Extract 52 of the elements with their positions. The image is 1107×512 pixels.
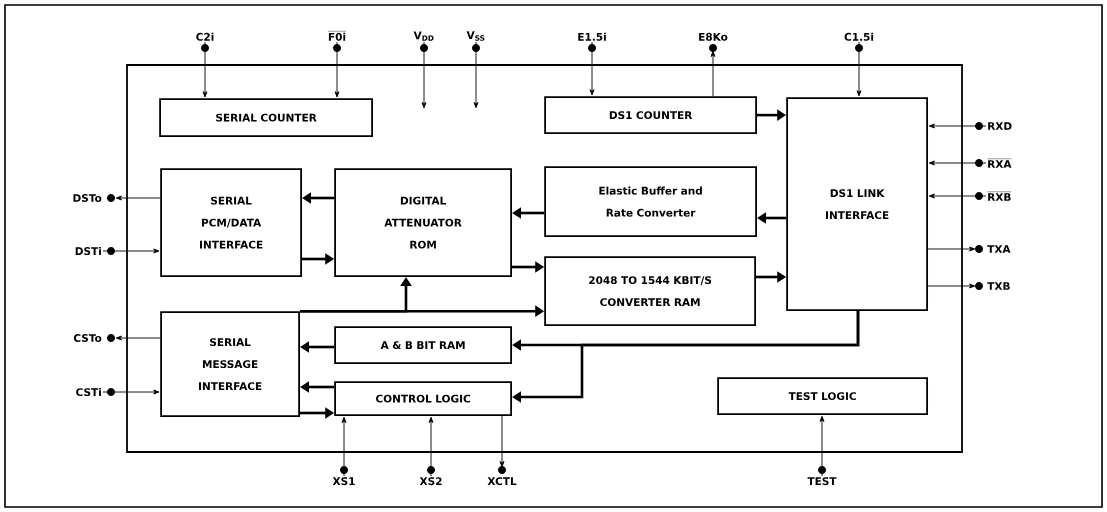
arrow	[819, 415, 825, 477]
arrow	[928, 123, 987, 129]
arrow	[928, 193, 987, 199]
pin-label: $\overline{\mbox{RXB}}$	[987, 191, 1012, 201]
block-box: TEST LOGIC	[717, 377, 928, 415]
arrow	[928, 160, 987, 166]
pin-label: E1.5i	[578, 32, 606, 41]
block-box: DS1 LINK INTERFACE	[786, 97, 928, 311]
block-box: SERIAL PCM/DATA INTERFACE	[160, 168, 302, 277]
pin-label: TXB	[987, 282, 1010, 290]
pin-label: CSTi	[76, 387, 101, 397]
block-box: DIGITAL ATTENUATOR ROM	[334, 168, 512, 277]
pin-label: TEST	[807, 477, 837, 486]
block-box: SERIAL MESSAGE INTERFACE	[160, 311, 300, 417]
arrow	[927, 246, 976, 252]
arrow	[421, 41, 427, 109]
pin-label: E8Ko	[699, 32, 728, 41]
arrow	[473, 41, 479, 109]
pin-label: DSTo	[73, 194, 102, 202]
arrow	[856, 41, 862, 97]
arrow	[589, 41, 595, 96]
pin-label: XCTL	[487, 477, 517, 486]
pin-label: RXD	[988, 122, 1012, 130]
pin-label: $\overline{\mbox{F0i}}$	[327, 31, 347, 41]
block-box: CONTROL LOGIC	[334, 381, 512, 416]
block-box: A & B BIT RAM	[334, 326, 512, 364]
arrow	[115, 195, 161, 201]
chip-outline	[126, 64, 963, 453]
arrow	[202, 41, 208, 98]
block-box: 2048 TO 1544 KBIT/S CONVERTER RAM	[544, 256, 756, 326]
pin-label: XS1	[332, 477, 355, 486]
arrow	[710, 50, 716, 97]
arrow	[102, 248, 160, 254]
arrow	[102, 389, 160, 395]
pin-label: C2i	[196, 32, 214, 41]
arrow	[499, 415, 505, 468]
pin-label: V$_{SS}$	[466, 31, 485, 41]
pin-label: CSTo	[73, 334, 102, 342]
arrow	[334, 41, 340, 98]
pin-label: DSTi	[75, 246, 101, 256]
pin-label: $\overline{\mbox{RXA}}$	[987, 158, 1012, 168]
pin-label: V$_{DD}$	[413, 31, 434, 41]
block-box: Elastic Buffer and Rate Converter	[544, 166, 757, 237]
block-box: DS1 COUNTER	[544, 96, 757, 134]
pin-label: XS2	[419, 477, 442, 486]
block-box: SERIAL COUNTER	[159, 98, 373, 137]
arrow	[115, 335, 161, 341]
pin-label: C1.5i	[844, 32, 874, 41]
arrow	[341, 416, 347, 477]
arrow	[428, 416, 434, 477]
arrow	[927, 283, 976, 289]
pin-label: TXA	[987, 245, 1011, 253]
